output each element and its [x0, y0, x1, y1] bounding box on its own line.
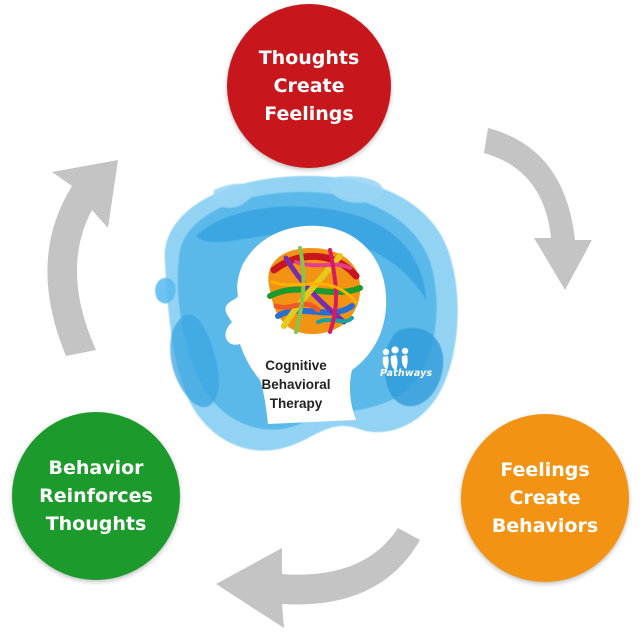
arrow-behavior-to-thoughts-icon: [47, 160, 118, 356]
center-title: Cognitive Behavioral Therapy: [232, 356, 360, 413]
node-label-line: Create: [509, 487, 581, 509]
node-label-line: Create: [273, 75, 345, 97]
pathways-logo-icon: [382, 346, 409, 371]
center-title-line: Therapy: [269, 396, 323, 411]
arrow-feelings-to-behavior-icon: [216, 528, 420, 628]
node-label-line: Behavior: [48, 457, 144, 479]
center-title-line: Cognitive: [265, 358, 327, 373]
node-thoughts-create-feelings: Thoughts Create Feelings: [227, 4, 391, 168]
node-label-line: Thoughts: [258, 47, 360, 69]
node-behavior-reinforces-thoughts: Behavior Reinforces Thoughts: [12, 412, 180, 580]
pathways-logo: Pathways: [370, 348, 452, 384]
arrow-thoughts-to-feelings-icon: [484, 128, 592, 290]
brand-name: Pathways: [380, 368, 433, 379]
node-label-line: Feelings: [500, 459, 590, 481]
node-label-line: Feelings: [264, 103, 354, 125]
center-title-line: Behavioral: [261, 377, 331, 392]
node-feelings-create-behaviors: Feelings Create Behaviors: [461, 414, 629, 582]
node-label-line: Behaviors: [491, 515, 599, 537]
cycle-arrows: [47, 128, 592, 628]
node-label-line: Thoughts: [45, 513, 147, 535]
brain-scribble-icon: [267, 246, 363, 334]
node-label-line: Reinforces: [39, 485, 153, 507]
